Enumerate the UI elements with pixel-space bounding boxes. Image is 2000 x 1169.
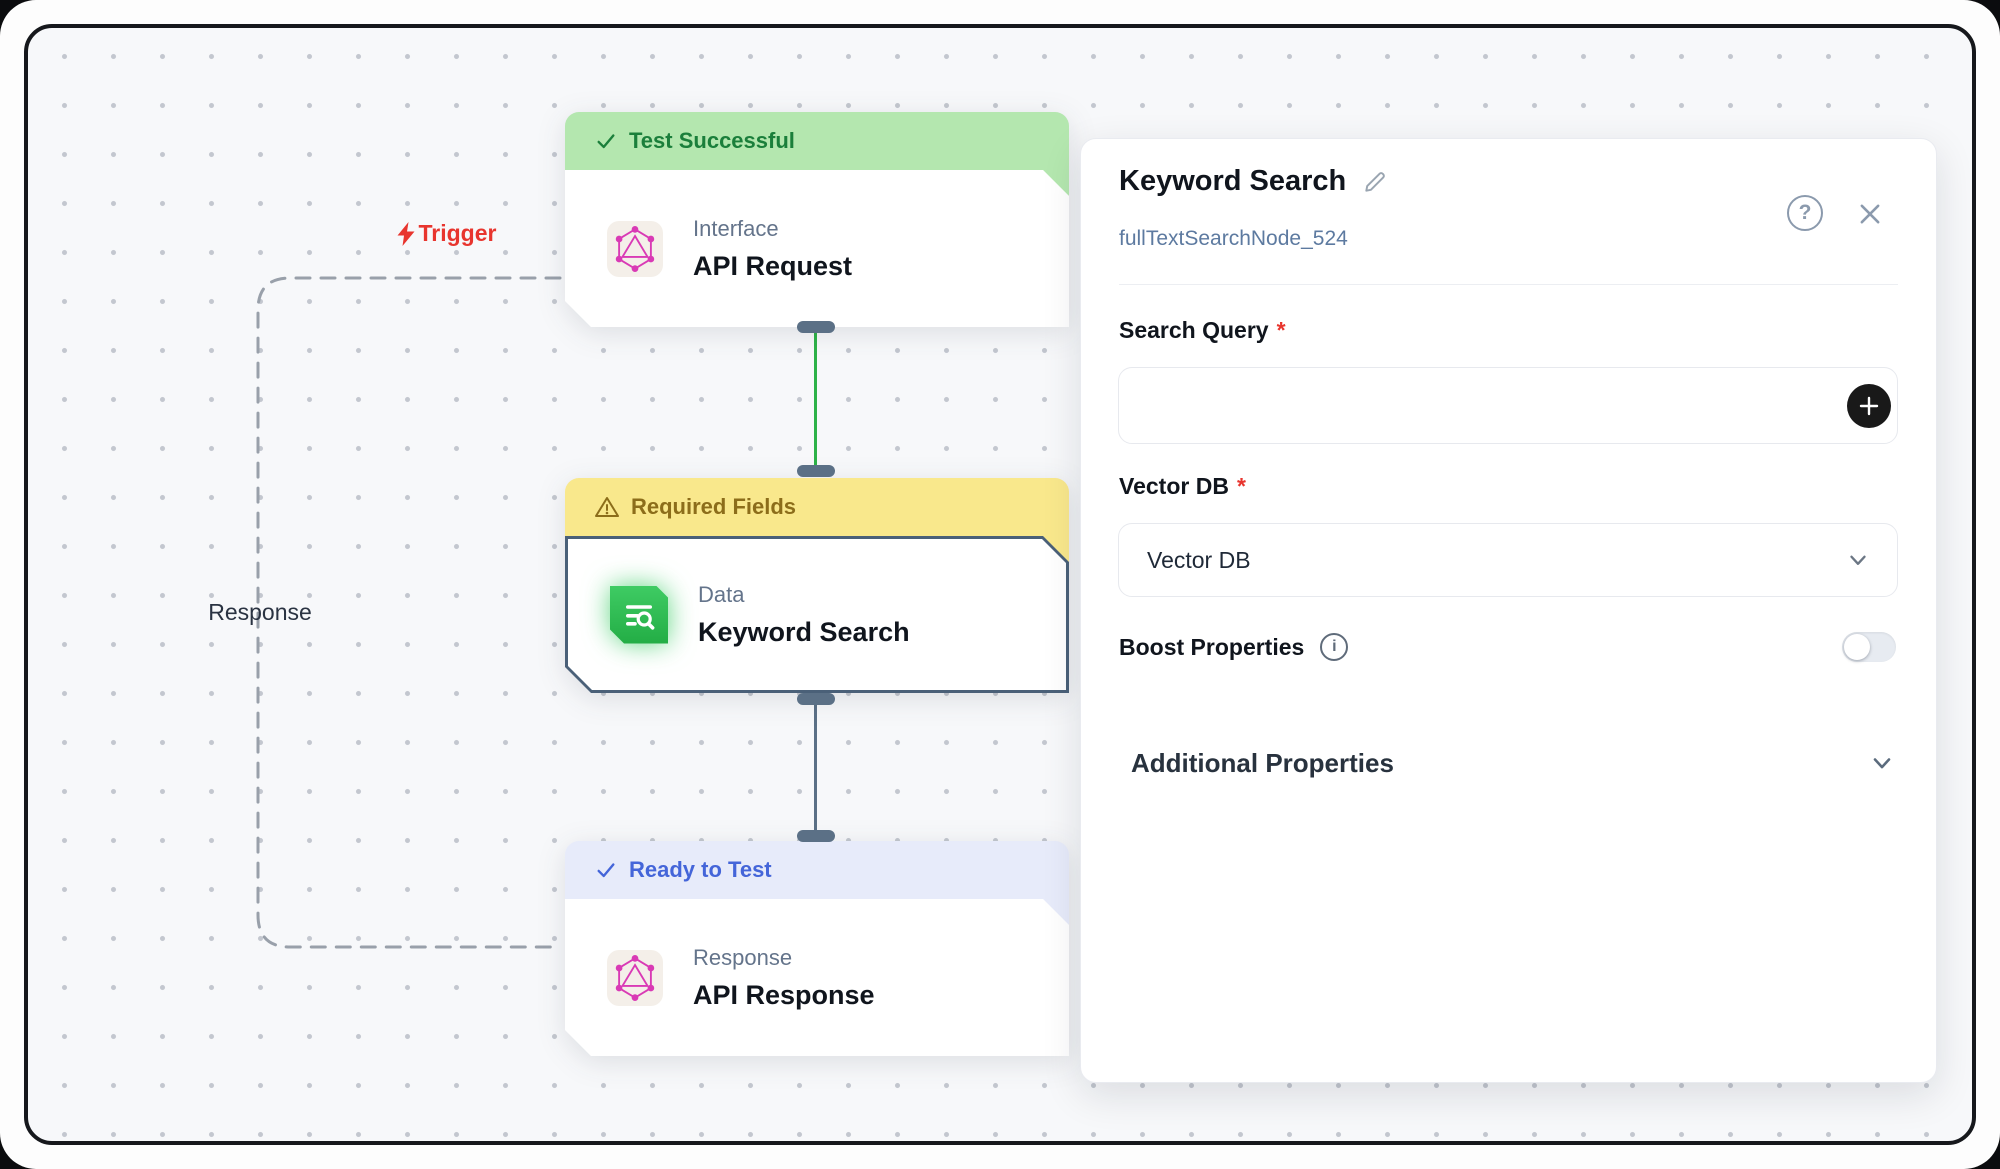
- graphql-icon: [607, 221, 663, 277]
- edit-pencil-icon[interactable]: [1362, 169, 1388, 195]
- properties-panel: Keyword Search ? fullTextSearchNode_524 …: [1080, 138, 1937, 1083]
- node-title: Keyword Search: [698, 616, 910, 647]
- vector-db-select[interactable]: Vector DB: [1118, 523, 1898, 597]
- node-title: API Request: [693, 250, 853, 281]
- node-id: fullTextSearchNode_524: [1119, 227, 1348, 250]
- node-card-selected[interactable]: Data Keyword Search: [565, 536, 1069, 693]
- lightning-bolt-icon: [397, 221, 415, 246]
- additional-properties-section[interactable]: Additional Properties: [1131, 743, 1896, 783]
- node-category: Interface: [693, 215, 779, 241]
- canvas[interactable]: Trigger Response Test Successful: [24, 24, 1976, 1145]
- warning-icon: [595, 497, 619, 517]
- port-api-request-output[interactable]: [797, 321, 835, 333]
- check-icon: [597, 134, 615, 149]
- check-icon: [597, 863, 615, 878]
- node-card[interactable]: Response API Response: [565, 899, 1069, 1056]
- response-edge-label: Response: [208, 599, 312, 625]
- node-card[interactable]: Interface API Request: [565, 170, 1069, 327]
- boost-properties-label: Boost Properties: [1119, 633, 1305, 660]
- search-query-label: Search Query*: [1119, 317, 1286, 343]
- response-loop-edge: [256, 276, 562, 949]
- toggle-knob: [1844, 634, 1870, 660]
- boost-properties-row: Boost Properties i: [1119, 627, 1896, 667]
- graphql-icon: [607, 950, 663, 1006]
- port-api-response-input[interactable]: [797, 830, 835, 842]
- panel-title: Keyword Search: [1119, 165, 1347, 197]
- add-variable-button[interactable]: [1847, 384, 1891, 428]
- port-keyword-search-input[interactable]: [797, 465, 835, 477]
- chevron-down-icon[interactable]: [1868, 749, 1896, 777]
- node-api-request[interactable]: Test Successful: [565, 112, 1069, 327]
- vector-db-label: Vector DB*: [1119, 473, 1246, 499]
- additional-properties-title: Additional Properties: [1131, 747, 1394, 778]
- edge-keyword-search-to-api-response: [814, 703, 817, 836]
- search-query-input[interactable]: [1118, 367, 1898, 444]
- close-icon[interactable]: [1855, 199, 1885, 229]
- node-api-response[interactable]: Ready to Test: [565, 841, 1069, 1056]
- vector-db-selected-value: Vector DB: [1147, 546, 1251, 573]
- trigger-label: Trigger: [397, 220, 496, 247]
- node-category: Response: [693, 944, 793, 970]
- port-keyword-search-output[interactable]: [797, 693, 835, 705]
- boost-properties-toggle[interactable]: [1842, 632, 1896, 662]
- keyword-search-icon: [610, 586, 668, 644]
- node-title: API Response: [693, 979, 875, 1010]
- help-icon[interactable]: ?: [1787, 195, 1823, 231]
- node-category: Data: [698, 581, 745, 607]
- chevron-down-icon: [1850, 555, 1866, 565]
- info-icon[interactable]: i: [1320, 633, 1349, 661]
- node-keyword-search[interactable]: Required Fields: [565, 478, 1069, 693]
- divider: [1119, 284, 1898, 285]
- edge-api-request-to-keyword-search: [814, 327, 817, 469]
